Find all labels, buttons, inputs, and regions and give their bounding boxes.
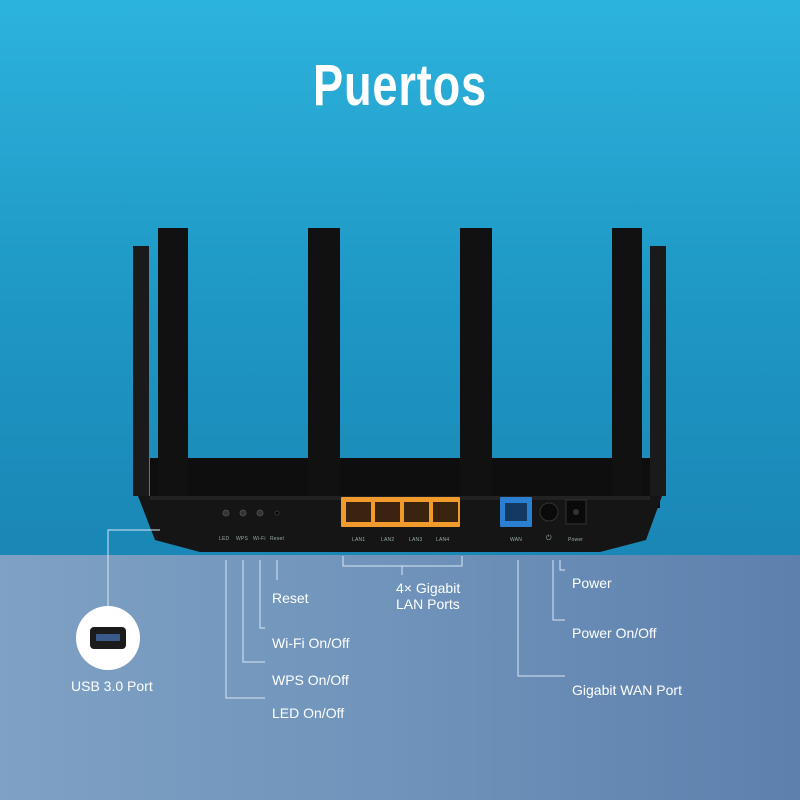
callout-lan-line2: LAN Ports	[396, 596, 460, 612]
label-wan: WAN	[510, 537, 523, 543]
label-power: Power	[568, 537, 584, 543]
antenna-2	[158, 228, 188, 513]
antenna-6	[650, 246, 666, 496]
callout-reset: Reset	[272, 590, 309, 606]
page-title: Puertos	[313, 53, 487, 118]
wifi-button	[256, 509, 264, 517]
callout-usb: USB 3.0 Port	[71, 678, 153, 694]
callout-lan-line1: 4× Gigabit	[396, 580, 461, 596]
callout-wan: Gigabit WAN Port	[572, 682, 682, 698]
power-line	[559, 560, 565, 571]
lan-port-1	[346, 502, 371, 522]
label-power-symbol: ⏻	[546, 535, 552, 542]
wan-line	[517, 560, 565, 677]
lan-port-2	[375, 502, 400, 522]
label-led: LED	[219, 536, 230, 542]
power-button	[539, 502, 559, 522]
label-lan3: LAN3	[409, 537, 423, 543]
wps-button	[239, 509, 247, 517]
usb-line	[107, 529, 160, 606]
led-line	[225, 560, 265, 699]
antennas	[133, 228, 666, 513]
label-reset: Reset	[270, 536, 285, 542]
antenna-4	[460, 228, 492, 513]
callout-wifi: Wi-Fi On/Off	[272, 635, 350, 651]
usb-port-inner	[96, 634, 120, 641]
antenna-3	[308, 228, 340, 513]
lan-port-4	[433, 502, 458, 522]
power-onoff-line	[552, 560, 565, 621]
antenna-1	[133, 246, 149, 496]
callout-led: LED On/Off	[272, 705, 345, 721]
lan-bracket	[342, 556, 463, 567]
label-lan2: LAN2	[381, 537, 395, 543]
background-bottom	[0, 555, 800, 800]
callout-power: Power	[572, 575, 612, 591]
label-wps: WPS	[236, 536, 248, 542]
wps-line	[242, 560, 265, 663]
reset-hole	[274, 510, 280, 516]
label-lan1: LAN1	[352, 537, 366, 543]
lan-port-3	[404, 502, 429, 522]
wifi-line	[259, 560, 265, 629]
label-wifi: Wi-Fi	[253, 536, 266, 542]
antenna-5	[612, 228, 642, 513]
callout-power-onoff: Power On/Off	[572, 625, 657, 641]
callout-wps: WPS On/Off	[272, 672, 349, 688]
led-button	[222, 509, 230, 517]
label-lan4: LAN4	[436, 537, 450, 543]
